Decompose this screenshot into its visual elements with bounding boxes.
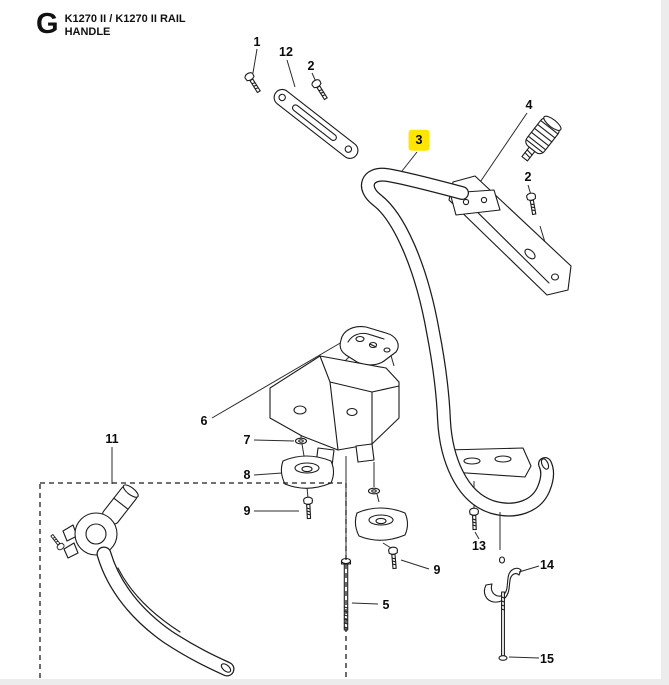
part-mount-plate (448, 175, 572, 296)
model-title: K1270 II / K1270 II RAIL (64, 13, 186, 25)
page-edge-bottom (0, 679, 669, 685)
callout-8[interactable]: 8 (243, 467, 251, 482)
callout-11[interactable]: 11 (105, 431, 119, 446)
section-letter: G (36, 8, 59, 40)
part-bolt-15 (498, 591, 508, 661)
callout-3[interactable]: 3 (408, 129, 430, 151)
callout-12[interactable]: 12 (279, 44, 293, 59)
page-edge-right (661, 0, 669, 685)
callout-4[interactable]: 4 (525, 97, 533, 112)
part-damper-8-right (354, 507, 409, 541)
part-washer-7 (294, 437, 308, 445)
callout-2a[interactable]: 2 (307, 58, 315, 73)
page-title: K1270 II / K1270 II RAIL HANDLE (65, 11, 186, 39)
dashed-option-box (39, 482, 347, 685)
callout-14[interactable]: 14 (540, 557, 554, 572)
callout-5[interactable]: 5 (382, 597, 390, 612)
part-bracket-cover (339, 326, 399, 366)
callout-7[interactable]: 7 (243, 432, 251, 447)
callout-13[interactable]: 13 (472, 538, 486, 553)
callout-6[interactable]: 6 (200, 413, 208, 428)
callout-9b[interactable]: 9 (433, 562, 441, 577)
callout-9a[interactable]: 9 (243, 503, 251, 518)
callout-2b[interactable]: 2 (524, 169, 532, 184)
page-header: G K1270 II / K1270 II RAIL HANDLE (36, 8, 186, 40)
part-lower-plate (446, 447, 532, 478)
section-title: HANDLE (64, 25, 111, 38)
part-washer-right (367, 487, 381, 495)
callout-1[interactable]: 1 (253, 34, 261, 49)
part-front-handle-11 (48, 484, 235, 677)
part-handle-tube-3 (360, 167, 555, 517)
part-grip-knob-4 (521, 115, 562, 162)
part-rail-bracket-12 (273, 88, 359, 159)
callout-15[interactable]: 15 (540, 651, 554, 666)
